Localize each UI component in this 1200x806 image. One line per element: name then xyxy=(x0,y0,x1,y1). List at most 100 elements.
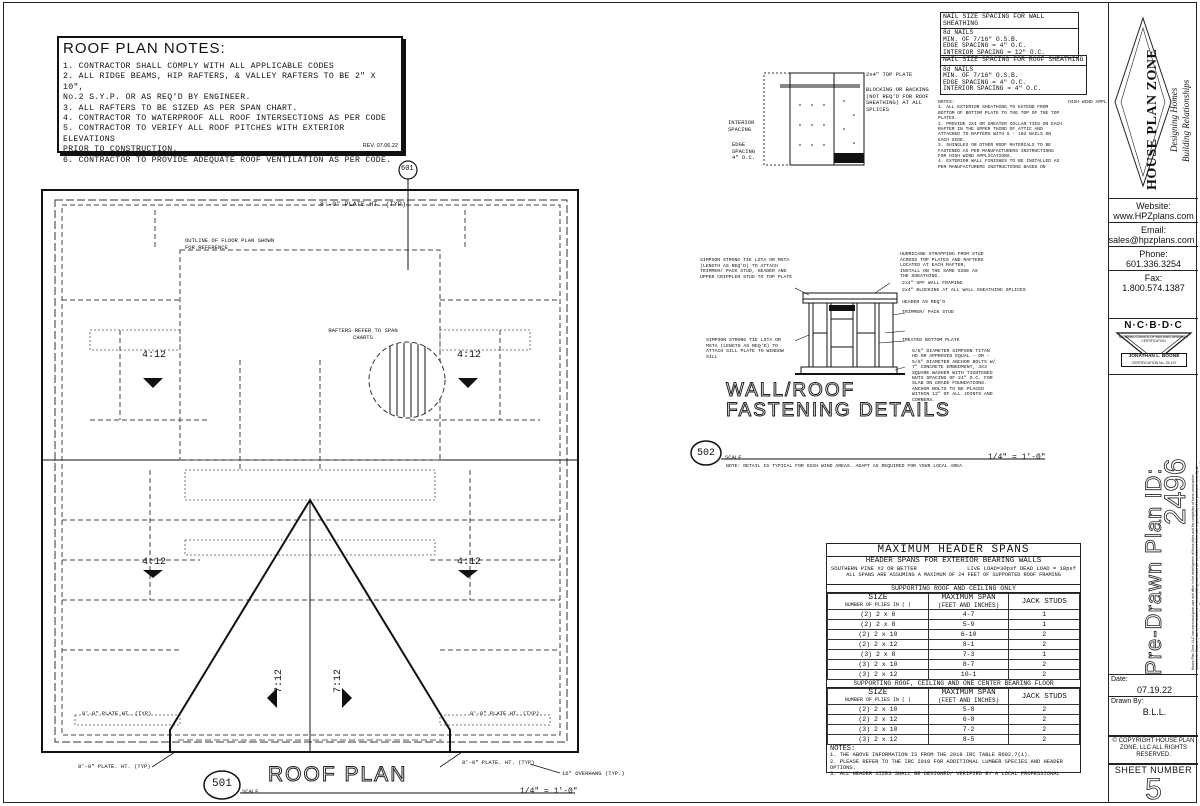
header-spans-section2: SUPPORTING ROOF, CEILING AND ONE CENTER … xyxy=(827,680,1080,688)
date-cell: Date: 07.19.22 xyxy=(1109,674,1198,696)
cell: 2 xyxy=(1008,724,1080,735)
fastening-title-line1: WALL/ROOF xyxy=(725,380,856,401)
header-spans-species: SOUTHERN PINE #2 OR BETTER xyxy=(831,565,917,572)
col-size-sub: NUMBER OF PLIES IN ( ) xyxy=(844,697,911,703)
cell: 4-7 xyxy=(927,609,1010,620)
cell: 2 xyxy=(1008,639,1080,650)
sheathing-notes-title: NOTES: xyxy=(938,100,955,105)
high-wind-note: HIGH WIND APPL xyxy=(1068,100,1107,105)
pitch-label: 4:12 xyxy=(142,350,167,361)
plate-height-outside-right: 8'-0" PLATE. HT. (TYP) xyxy=(462,759,535,766)
label-interior-spacing: INTERIOR SPACING xyxy=(728,119,755,133)
header-spans-section1: SUPPORTING ROOF AND CEILING ONLY xyxy=(827,585,1080,593)
fastening-label-left: SIMPSON STRONG TIE LSTA OR MSTA (LENGTH … xyxy=(700,258,793,280)
cell: 2 xyxy=(1008,704,1080,715)
label-blocking: BLOCKING OR BACKING (NOT REQ'D FOR ROOF … xyxy=(866,86,929,113)
drawn-by-value: B.L.L. xyxy=(1142,707,1167,717)
cell: 2 xyxy=(1008,714,1080,725)
email-link[interactable]: sales@hpzplans.com xyxy=(1109,235,1195,245)
wall-sheathing-line: MIN. OF 7/16" O.S.B. xyxy=(943,35,1019,43)
ncbdc-title: N·C·B·D·C xyxy=(1124,320,1183,331)
plate-height-bottom-left: 8'-0" PLATE HT. (TYP) xyxy=(82,710,152,717)
cell: 1 xyxy=(1008,619,1080,630)
fastening-title-line2: FASTENING DETAILS xyxy=(726,400,951,421)
rafters-note: RAFTERS REFER TO SPAN CHARTS xyxy=(328,327,398,341)
wall-sheathing-title: NAIL SIZE SPACING FOR WALL SHEATHING xyxy=(941,13,1078,29)
cell: (2) 2 x 10 xyxy=(827,629,929,640)
plate-height-outside-left: 8'-0" PLATE. HT. (TYP) xyxy=(78,763,151,770)
wall-sheathing-line: INTERIOR SPACING = 12" O.C. xyxy=(943,48,1046,56)
designer-cert: CERTIFICATION No. 25-137 xyxy=(1131,361,1177,365)
website-link[interactable]: www.HPZplans.com xyxy=(1113,211,1194,221)
fastening-label-right: 2x4" SPF WALL FRAMING xyxy=(902,281,963,286)
plan-id: 2496 xyxy=(1159,458,1193,526)
roof-note-item: No.2 S.Y.P. OR AS REQ'D BY ENGINEER. xyxy=(63,93,251,103)
fax-label: Fax: xyxy=(1144,273,1163,283)
header-note: 3. ALL HEADER SIZES SHALL BE DESIGNED/ V… xyxy=(830,771,1060,778)
roof-note-item: 2. ALL RIDGE BEAMS, HIP RAFTERS, & VALLE… xyxy=(63,72,376,92)
sheet-number: 5 xyxy=(1145,773,1162,806)
fastening-number: 502 xyxy=(697,448,716,459)
col-span-sub: (FEET AND INCHES) xyxy=(938,697,1000,704)
roof-note-item: PRIOR TO CONSTRUCTION. xyxy=(63,145,178,155)
header-spans-loads: LIVE LOAD=30psf DEAD LOAD = 10psf xyxy=(967,565,1076,572)
roof-notes-list: 1. CONTRACTOR SHALL COMPLY WITH ALL APPL… xyxy=(63,62,401,166)
cell: (2) 2 x 8 xyxy=(827,619,929,630)
cell: (3) 2 x 10 xyxy=(827,659,929,670)
fastening-detail-drawing xyxy=(795,282,906,375)
cell: (2) 2 x 6 xyxy=(827,609,929,620)
cell: 2 xyxy=(1008,669,1080,680)
overhang-note: 16" OVERHANG (TYP.) xyxy=(562,770,625,777)
disclaimer-text: House Plan Zone, LLC has exercised great… xyxy=(1191,462,1200,670)
company-name: HOUSE PLAN ZONE xyxy=(1145,48,1160,190)
company-tagline-1: Designing Homes xyxy=(1169,87,1179,152)
col-size: SIZE xyxy=(868,593,888,602)
wall-sheathing-box: NAIL SIZE SPACING FOR WALL SHEATHING 8d … xyxy=(940,12,1079,58)
website-cell: Website: www.HPZplans.com xyxy=(1109,198,1198,225)
email-cell: Email: sales@hpzplans.com xyxy=(1109,222,1198,249)
col-span-sub: (FEET AND INCHES) xyxy=(938,602,1000,609)
col-size-sub: NUMBER OF PLIES IN ( ) xyxy=(844,602,911,608)
plate-height-bottom-right: 8'-0" PLATE HT. (TYP) xyxy=(470,710,540,717)
header-spans-title: MAXIMUM HEADER SPANS xyxy=(827,544,1080,557)
sheathing-note: 4. EXTERIOR WALL FINISHES TO BE INSTALLE… xyxy=(938,159,1060,170)
header-spans-table: MAXIMUM HEADER SPANS HEADER SPANS FOR EX… xyxy=(826,543,1081,777)
pitch-label: 4:12 xyxy=(142,557,167,568)
fastening-scale-label: SCALE xyxy=(725,454,742,461)
sheathing-note: 2. PROVIDE 2X4 OR GREATER COLLAR TIES ON… xyxy=(938,121,1063,143)
cell: 6-8 xyxy=(927,714,1010,725)
header-spans-notes: NOTES: 1. THE ABOVE INFORMATION IS FROM … xyxy=(827,745,1080,778)
header-spans-assume: ALL SPANS ARE ASSUMING A MAXIMUM OF 24 F… xyxy=(827,572,1080,585)
header-spans-subtitle: HEADER SPANS FOR EXTERIOR BEARING WALLS xyxy=(865,557,1042,565)
sheathing-detail-drawing xyxy=(763,72,865,166)
cell: 2 xyxy=(1008,659,1080,670)
cell: 8-5 xyxy=(927,734,1010,745)
cell: (2) 2 x 10 xyxy=(827,704,929,715)
fastening-scale: 1/4" = 1'-0" xyxy=(988,453,1046,462)
date-label: Date: xyxy=(1111,676,1128,683)
fastening-label-left: SIMPSON STRONG TIE LSTA OR MSTA (LENGTH … xyxy=(706,338,784,360)
pitch-label: 4:12 xyxy=(457,557,482,568)
ncbdc-ring-text: NATIONAL COUNCIL OF BUILDING DESIGNER CE… xyxy=(1118,335,1189,343)
col-jack: JACK STUDS xyxy=(1008,688,1080,705)
cell: 2 xyxy=(1008,734,1080,745)
drawn-by-cell: Drawn By: B.L.L. xyxy=(1109,696,1198,732)
cell: 2 xyxy=(1008,629,1080,640)
ncbdc-seal-icon xyxy=(1114,332,1193,364)
header-note: 1. THE ABOVE INFORMATION IS FROM THE 201… xyxy=(830,752,1031,759)
cell: 5-8 xyxy=(927,704,1010,715)
fax-number: 1.800.574.1387 xyxy=(1122,283,1185,293)
phone-cell: Phone: 601.336.3254 xyxy=(1109,246,1198,273)
fastening-label-right: TREATED BOTTOM PLATE xyxy=(902,338,960,343)
roof-note-item: 4. CONTRACTOR TO WATERPROOF ALL ROOF INT… xyxy=(63,114,387,124)
wall-sheathing-line: 8d NAILS xyxy=(943,29,974,36)
cell: 8-7 xyxy=(927,659,1010,670)
